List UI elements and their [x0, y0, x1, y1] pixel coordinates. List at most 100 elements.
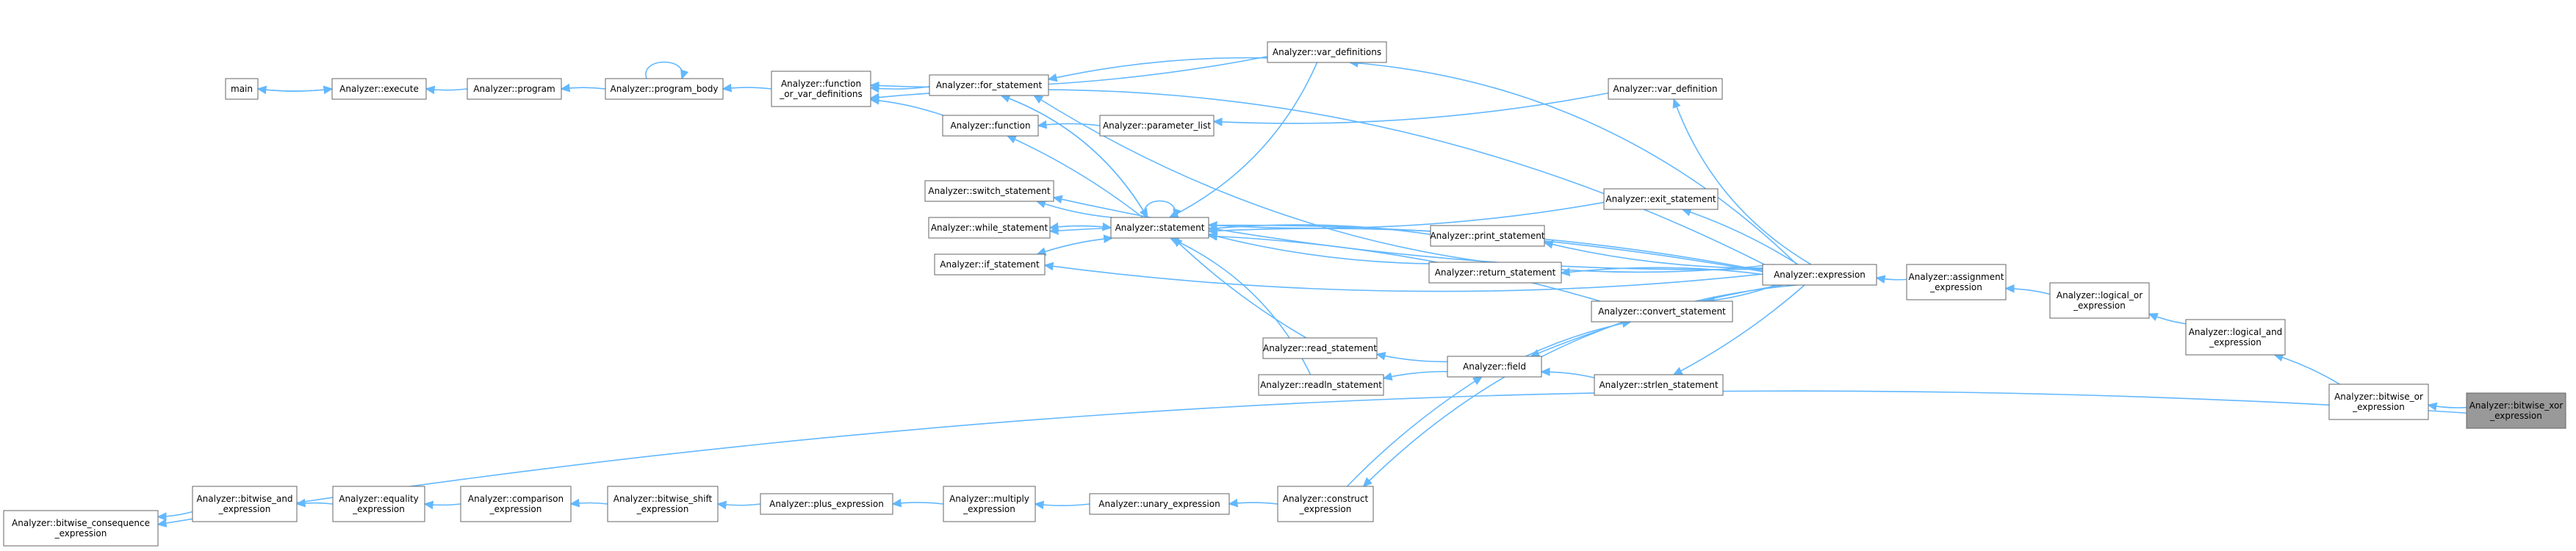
node-label: _expression: [54, 528, 107, 539]
node-label: Analyzer::program: [473, 84, 555, 94]
node-convert-statement[interactable]: Analyzer::convert_statement: [1591, 300, 1733, 323]
node-if-statement[interactable]: Analyzer::if_statement: [934, 253, 1046, 276]
node-box[interactable]: [460, 486, 572, 522]
node-for-statement[interactable]: Analyzer::for_statement: [929, 74, 1049, 96]
node-func-or-var[interactable]: Analyzer::function_or_var_definitions: [771, 71, 871, 107]
node-bitwise-xor[interactable]: Analyzer::bitwise_xor_expression: [2466, 392, 2566, 429]
node-label: Analyzer::strlen_statement: [1599, 380, 1718, 390]
node-box[interactable]: [467, 78, 562, 100]
node-box[interactable]: [1447, 356, 1542, 378]
node-label: Analyzer::logical_and: [2189, 327, 2283, 337]
node-exit-statement[interactable]: Analyzer::exit_statement: [1603, 188, 1719, 210]
node-box[interactable]: [1430, 225, 1545, 247]
edge-parameter_list-to-function: [1038, 123, 1101, 126]
node-box[interactable]: [1428, 262, 1562, 284]
node-box[interactable]: [1762, 264, 1877, 286]
node-bitwise-and[interactable]: Analyzer::bitwise_and_expression: [192, 486, 298, 522]
node-bitwise-or[interactable]: Analyzer::bitwise_or_expression: [2328, 383, 2429, 420]
node-print-statement[interactable]: Analyzer::print_statement: [1430, 225, 1545, 247]
node-box[interactable]: [225, 78, 259, 100]
node-label: main: [231, 84, 253, 94]
node-box[interactable]: [1277, 486, 1374, 522]
edge-field-to-read_statement: [1377, 354, 1448, 363]
edge-if_statement-to-statement: [1037, 238, 1112, 255]
node-box[interactable]: [1906, 264, 2007, 300]
node-box[interactable]: [1110, 217, 1209, 239]
edge-multiply-to-plus: [893, 503, 944, 504]
node-box[interactable]: [332, 486, 425, 522]
node-box[interactable]: [3, 510, 159, 547]
node-switch-statement[interactable]: Analyzer::switch_statement: [924, 180, 1054, 202]
node-expression[interactable]: Analyzer::expression: [1762, 264, 1877, 286]
node-program[interactable]: Analyzer::program: [467, 78, 562, 100]
node-box[interactable]: [929, 74, 1049, 96]
node-box[interactable]: [924, 180, 1054, 202]
node-logical-and[interactable]: Analyzer::logical_and_expression: [2185, 319, 2286, 356]
node-while-statement[interactable]: Analyzer::while_statement: [928, 217, 1051, 239]
node-box[interactable]: [2466, 392, 2566, 429]
node-label: Analyzer::function: [781, 79, 861, 89]
node-box[interactable]: [1099, 115, 1215, 137]
node-bitwise-consequence[interactable]: Analyzer::bitwise_consequence_expression: [3, 510, 159, 547]
node-box[interactable]: [942, 115, 1039, 137]
node-equality[interactable]: Analyzer::equality_expression: [332, 486, 425, 522]
edge-expression-to-construct: [1364, 284, 1798, 486]
node-var-definition[interactable]: Analyzer::var_definition: [1608, 78, 1723, 100]
node-box[interactable]: [605, 78, 724, 100]
node-label: Analyzer::construct: [1283, 494, 1369, 504]
node-execute[interactable]: Analyzer::execute: [331, 78, 427, 100]
node-box[interactable]: [771, 71, 871, 107]
node-box[interactable]: [192, 486, 298, 522]
node-construct[interactable]: Analyzer::construct_expression: [1277, 486, 1374, 522]
edge-expression-to-strlen_statement: [1674, 284, 1805, 375]
node-box[interactable]: [331, 78, 427, 100]
node-parameter-list[interactable]: Analyzer::parameter_list: [1099, 115, 1215, 137]
node-box[interactable]: [2185, 319, 2286, 356]
edge-var_definitions-to-for_statement: [1048, 57, 1268, 79]
node-field[interactable]: Analyzer::field: [1447, 356, 1542, 378]
node-label: Analyzer::readln_statement: [1260, 380, 1382, 390]
node-box[interactable]: [1608, 78, 1723, 100]
edge-expression-to-var_definition: [1674, 99, 1812, 265]
edge-bitwise_xor-to-bitwise_or: [2428, 405, 2467, 408]
node-box[interactable]: [1089, 493, 1230, 515]
node-read-statement[interactable]: Analyzer::read_statement: [1262, 337, 1378, 359]
node-box[interactable]: [934, 253, 1046, 276]
node-label: Analyzer::return_statement: [1435, 267, 1556, 278]
node-box[interactable]: [1267, 41, 1387, 63]
edge-comparison-to-equality: [425, 504, 461, 505]
node-assignment[interactable]: Analyzer::assignment_expression: [1906, 264, 2007, 300]
node-multiply[interactable]: Analyzer::multiply_expression: [943, 486, 1036, 522]
node-box[interactable]: [1603, 188, 1719, 210]
node-label: Analyzer::program_body: [611, 84, 719, 94]
node-unary[interactable]: Analyzer::unary_expression: [1089, 493, 1230, 515]
node-function[interactable]: Analyzer::function: [942, 115, 1039, 137]
node-program-body[interactable]: Analyzer::program_body: [605, 78, 724, 100]
node-box[interactable]: [1594, 374, 1724, 396]
node-label: _expression: [352, 504, 405, 514]
node-return-statement[interactable]: Analyzer::return_statement: [1428, 262, 1562, 284]
node-box[interactable]: [928, 217, 1051, 239]
node-var-definitions[interactable]: Analyzer::var_definitions: [1267, 41, 1387, 63]
node-box[interactable]: [2328, 383, 2429, 420]
node-box[interactable]: [607, 486, 719, 522]
node-box[interactable]: [2049, 282, 2150, 319]
node-label: Analyzer::bitwise_xor: [2469, 400, 2564, 411]
node-label: Analyzer::equality: [339, 494, 419, 504]
node-box[interactable]: [1591, 300, 1733, 323]
edge-program-to-execute: [426, 89, 468, 90]
node-box[interactable]: [1262, 337, 1378, 359]
node-strlen-statement[interactable]: Analyzer::strlen_statement: [1594, 374, 1724, 396]
node-logical-or[interactable]: Analyzer::logical_or_expression: [2049, 282, 2150, 319]
node-label: Analyzer::read_statement: [1263, 343, 1377, 353]
node-bitwise-shift[interactable]: Analyzer::bitwise_shift_expression: [607, 486, 719, 522]
edge-var_definitions-to-func_or_var: [871, 56, 1268, 87]
node-main[interactable]: main: [225, 78, 259, 100]
node-comparison[interactable]: Analyzer::comparison_expression: [460, 486, 572, 522]
node-plus[interactable]: Analyzer::plus_expression: [760, 493, 893, 515]
node-box[interactable]: [943, 486, 1036, 522]
node-readln-statement[interactable]: Analyzer::readln_statement: [1258, 374, 1384, 396]
node-statement[interactable]: Analyzer::statement: [1110, 217, 1209, 239]
node-box[interactable]: [1258, 374, 1384, 396]
node-box[interactable]: [760, 493, 893, 515]
